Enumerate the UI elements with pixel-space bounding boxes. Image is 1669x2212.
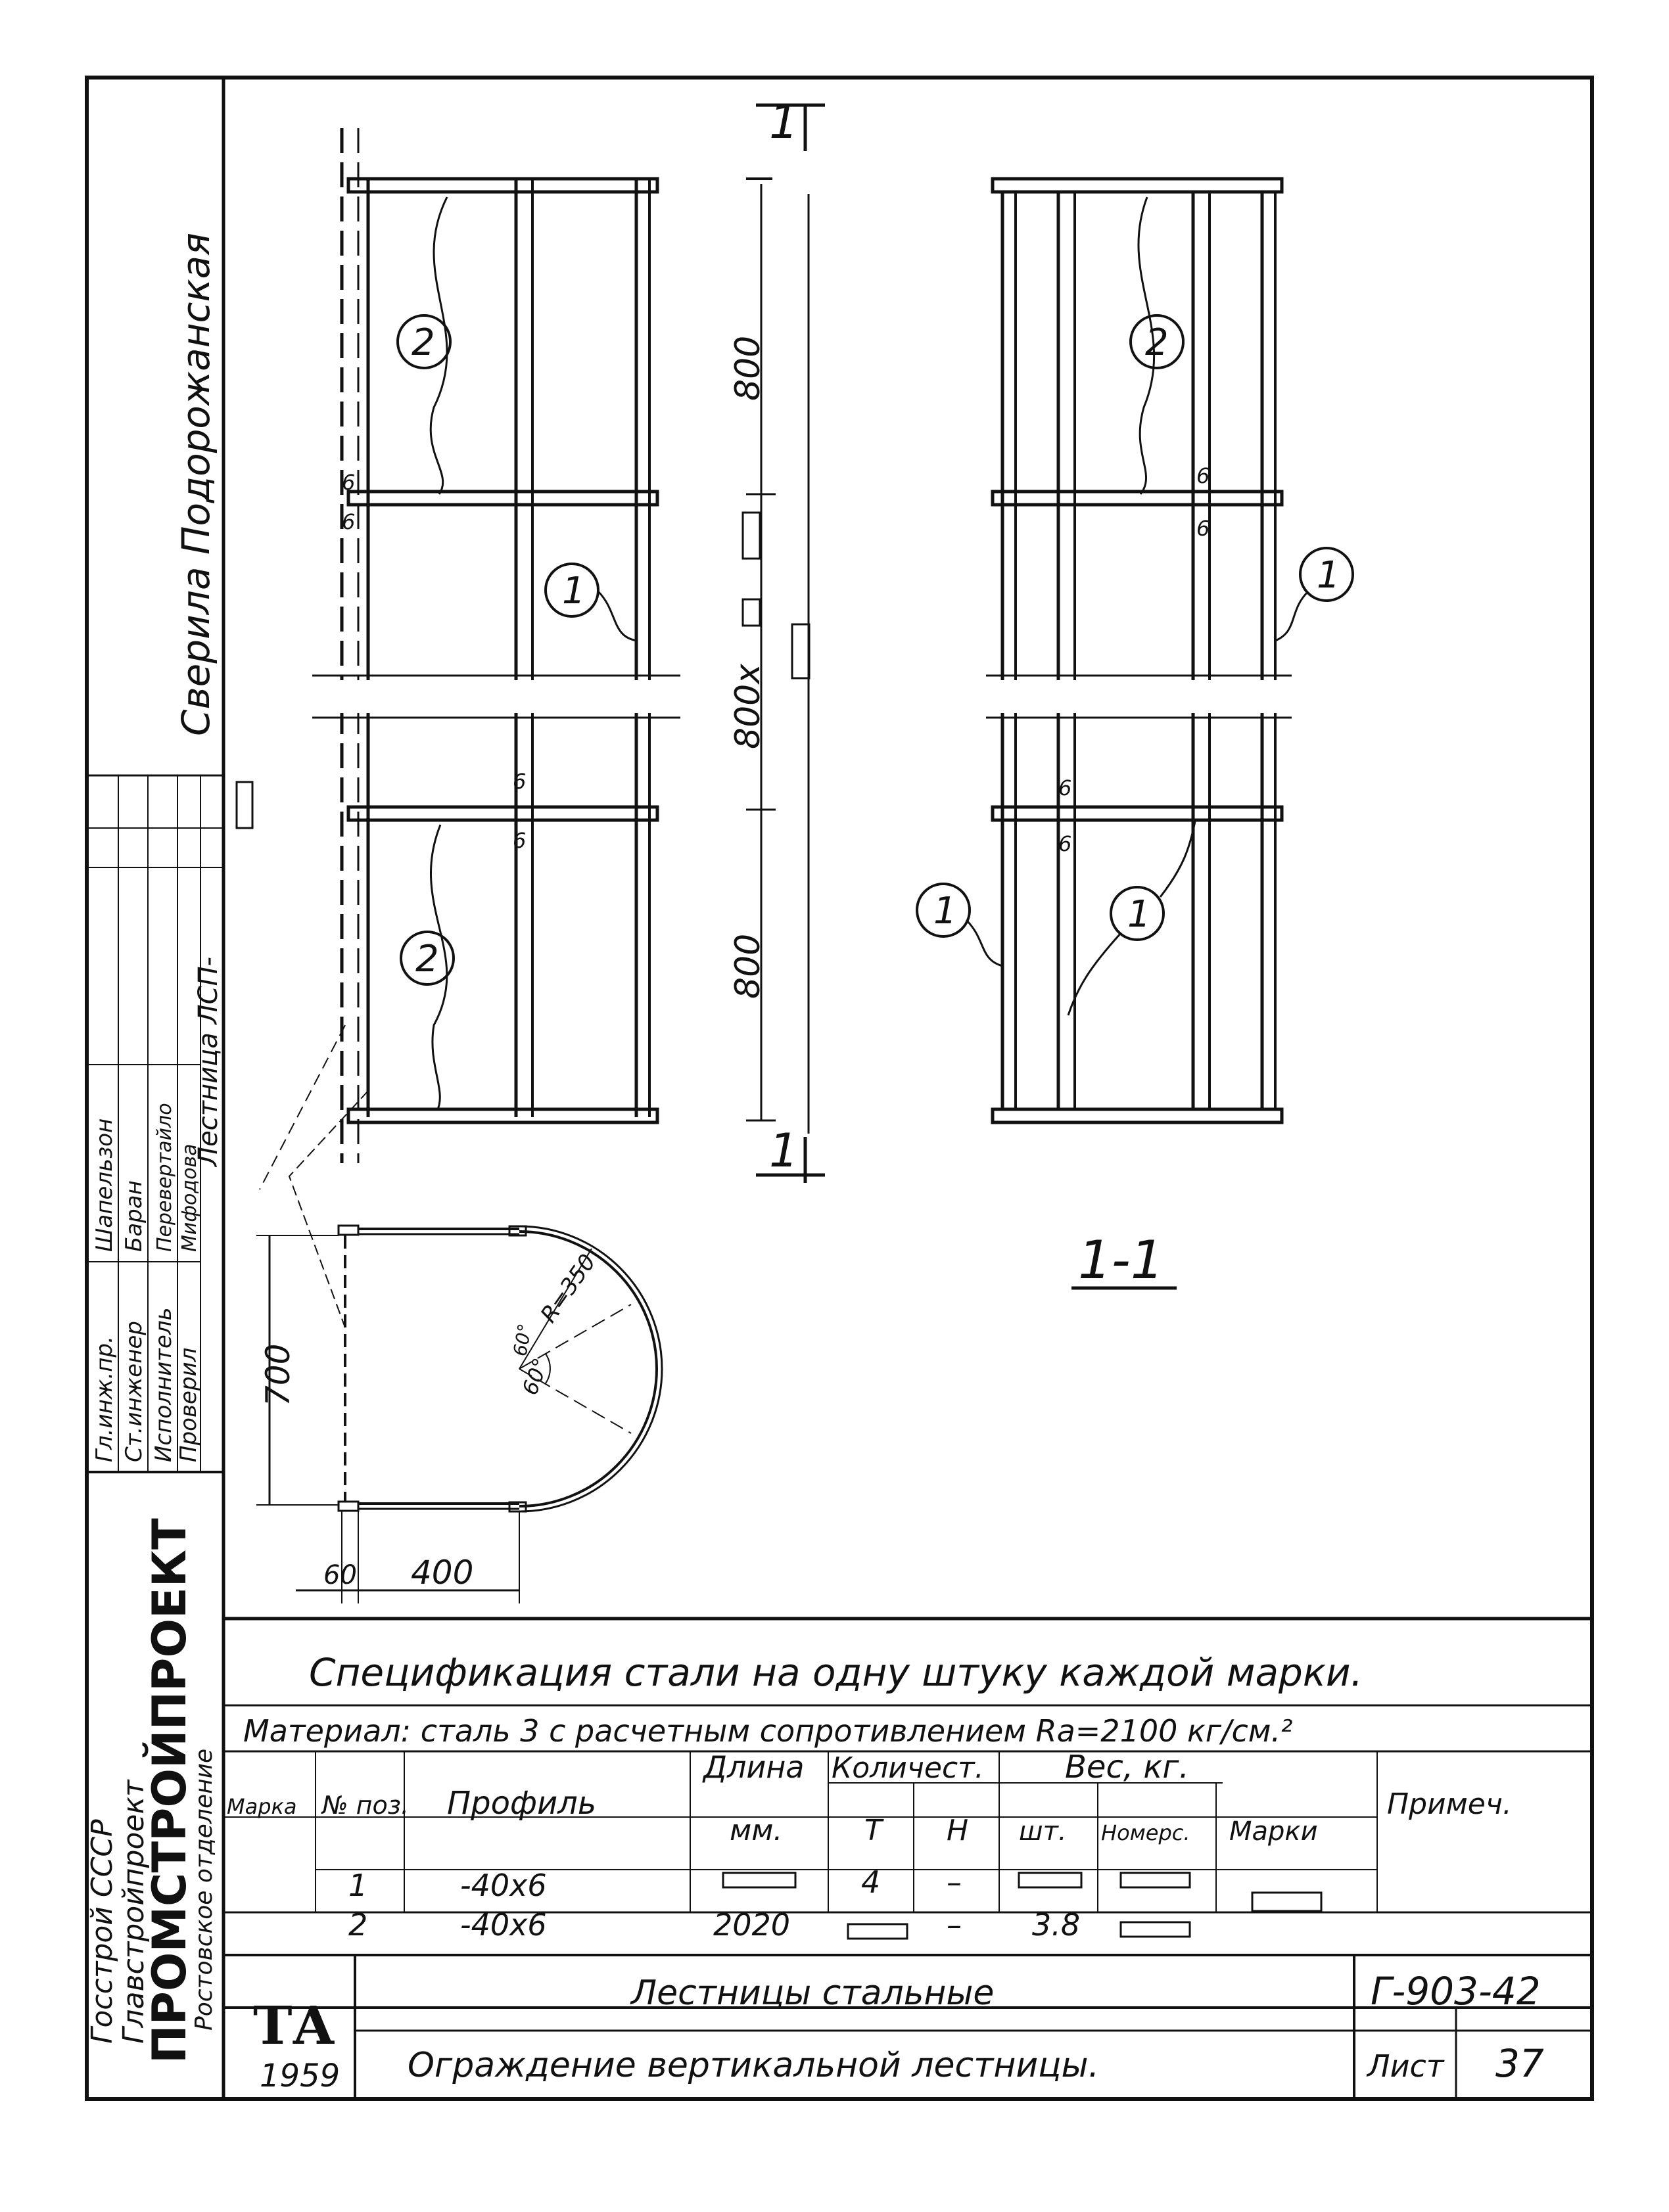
stamp-name-4: Мифодова: [178, 1143, 201, 1252]
row2-pos: 2: [348, 1907, 367, 1943]
sheet-label: Лист: [1366, 2048, 1445, 2084]
dim-span-top: 800: [728, 336, 768, 401]
dim-plan-width: 700: [259, 1344, 297, 1406]
hdr-qty-t: Т: [864, 1814, 884, 1847]
sheet-title: Ограждение вертикальной лестницы.: [408, 2046, 1099, 2085]
callout-pos1-front: 1: [562, 570, 586, 612]
hdr-note: Примеч.: [1387, 1787, 1512, 1821]
sheet-number: 37: [1495, 2041, 1544, 2086]
weld-mark-4: 6: [513, 828, 526, 853]
hdr-length-unit: мм.: [730, 1814, 782, 1847]
hdr-qty-n: Н: [947, 1814, 968, 1847]
row1-qty-t: 4: [861, 1864, 880, 1900]
hdr-profile: Профиль: [447, 1785, 596, 1822]
front-elevation: 1 1 800 800х 800 2 2 1 6 6 6 6: [235, 95, 825, 1190]
row1-profile: -40х6: [460, 1868, 547, 1903]
org-branch: Ростовское отделение: [191, 1749, 218, 2031]
hdr-weight: Вес, кг.: [1065, 1749, 1189, 1786]
callout-pos2-bottom: 2: [415, 938, 439, 980]
dim-span-middle: 800х: [728, 663, 768, 749]
stamp-role-2: Ст.инженер: [121, 1321, 147, 1462]
weld-mark-6: 6: [1196, 516, 1210, 541]
hdr-length: Длина: [702, 1749, 805, 1785]
doc-number: Г-903-42: [1371, 1969, 1541, 2014]
stamp-name-3: Перевертайло: [153, 1103, 176, 1252]
series-title: Лестницы стальные: [630, 1973, 994, 2013]
stamp-role-1: Гл.инж.пр.: [91, 1336, 118, 1462]
dim-angle-1: 60°: [509, 1322, 536, 1358]
dim-radius: R=350: [536, 1249, 601, 1327]
row2-profile: -40х6: [460, 1907, 547, 1943]
weld-mark-1: 6: [342, 470, 355, 495]
org-name: ПРОМСТРОЙПРОЕКТ: [143, 1518, 197, 2063]
weld-mark-5: 6: [1196, 463, 1210, 488]
side-stamp: Гл.инж.пр. Ст.инженер Исполнитель Провер…: [85, 233, 223, 2063]
section-view: 2 1 1 1 6 6 6 6 1-1: [916, 177, 1354, 1291]
row1-qty-n: –: [947, 1864, 962, 1900]
callout-pos2-top: 2: [411, 321, 435, 364]
callout-pos1-section-c: 1: [1127, 893, 1151, 936]
stamp-role-4: Проверил: [176, 1348, 202, 1462]
hdr-weight-piece: шт.: [1019, 1816, 1067, 1847]
dim-plan-depth: 400: [411, 1554, 473, 1592]
section-label: 1-1: [1078, 1230, 1164, 1291]
row2-weight-piece: 3.8: [1032, 1907, 1080, 1943]
weld-mark-7: 6: [1058, 775, 1071, 800]
org-line-2: Главстройпроект: [117, 1779, 151, 2044]
spec-material: Материал: сталь 3 с расчетным сопротивле…: [243, 1713, 1293, 1749]
weld-mark-8: 6: [1058, 831, 1071, 856]
section-mark-bottom: 1: [769, 1124, 799, 1178]
weld-mark-3: 6: [513, 769, 526, 794]
dim-plan-offset: 60: [323, 1560, 357, 1590]
logo-ta: ТА: [253, 1994, 335, 2056]
hdr-weight-mark: Марки: [1229, 1816, 1318, 1847]
hdr-mark: Марка: [227, 1794, 296, 1819]
spec-title: Спецификация стали на одну штуку каждой …: [309, 1650, 1363, 1695]
specification-table: Спецификация стали на одну штуку каждой …: [223, 1617, 1592, 1956]
callout-pos1-section-b: 1: [933, 890, 957, 933]
title-year: 1959: [260, 2058, 340, 2094]
stamp-name-2: Баран: [121, 1180, 147, 1252]
dim-span-bottom: 800: [728, 934, 768, 999]
drawing-mark-label: Лестница ЛСП-: [193, 957, 223, 1168]
callout-pos2-section: 2: [1145, 321, 1169, 364]
weld-mark-2: 6: [342, 509, 355, 534]
stamp-name-1: Шапельзон: [91, 1118, 118, 1252]
checked-by-label: Сверила Подорожанская: [174, 233, 218, 736]
sheet-frame: [85, 76, 1594, 2101]
row2-qty-n: –: [947, 1907, 962, 1943]
dim-angle-2: 60°: [517, 1354, 553, 1398]
stamp-role-3: Исполнитель: [151, 1307, 177, 1462]
org-line-1: Госстрой СССР: [85, 1819, 119, 2044]
hdr-weight-total: Номерс.: [1101, 1820, 1190, 1845]
plan-view: 700 60 400 R=350 60° 60°: [256, 1090, 663, 1603]
row2-length: 2020: [713, 1907, 790, 1943]
section-mark-top: 1: [769, 95, 799, 149]
hdr-pos: № поз.: [321, 1791, 409, 1820]
row1-pos: 1: [348, 1868, 367, 1903]
hdr-qty: Количест.: [832, 1751, 984, 1785]
title-block: ТА 1959 Лестницы стальные Ограждение вер…: [223, 1955, 1592, 2099]
callout-pos1-section-a: 1: [1317, 554, 1340, 597]
